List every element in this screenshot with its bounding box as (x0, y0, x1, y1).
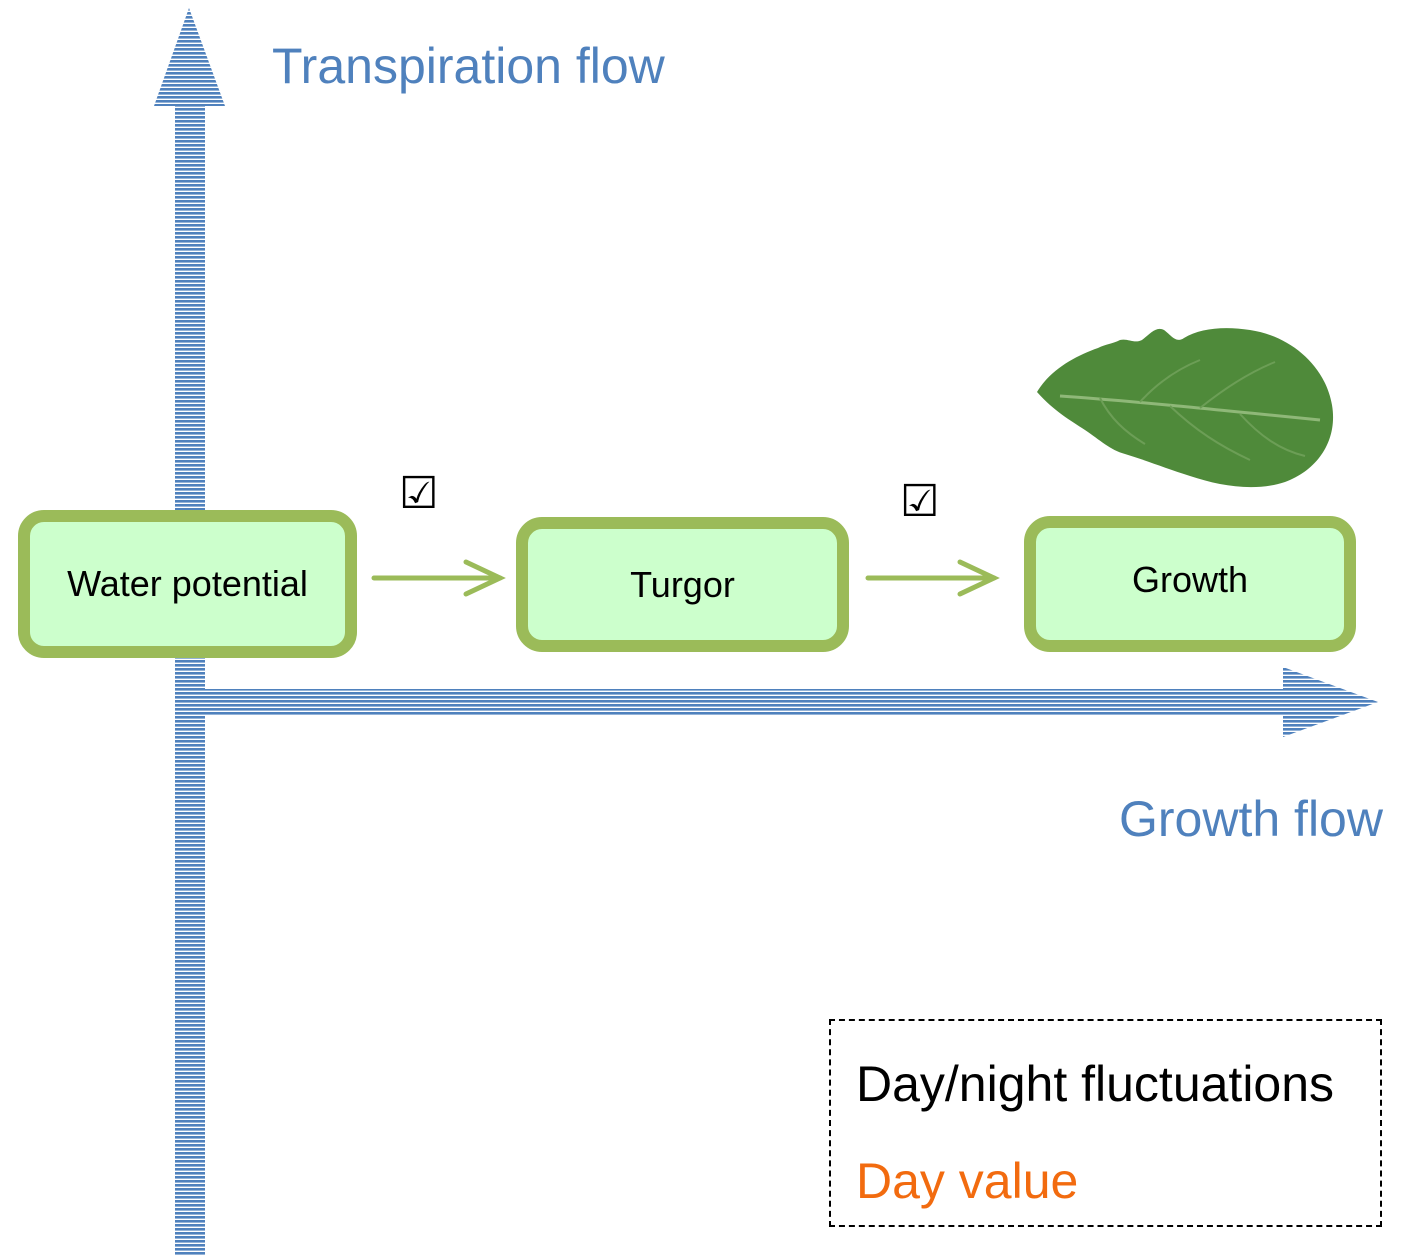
checkbox-checked-icon: ☑ (900, 476, 940, 527)
connector-arrow-1 (371, 559, 506, 597)
transpiration-arrow (154, 8, 225, 1255)
legend-box: Day/night fluctuations Day value (829, 1019, 1382, 1227)
water-potential-node: Water potential (18, 510, 357, 658)
growth-flow-arrow-shaft (175, 689, 1285, 716)
transpiration-arrow-head (154, 8, 225, 106)
checkbox-checked-icon: ☑ (399, 468, 439, 519)
legend-day-night-fluctuations: Day/night fluctuations (856, 1056, 1335, 1112)
connector-arrow-2 (865, 559, 1000, 597)
legend-day-value: Day value (856, 1153, 1079, 1209)
leaf-image (1037, 328, 1334, 488)
growth-flow-label: Growth flow (1119, 791, 1383, 847)
growth-flow-arrow-head (1283, 667, 1378, 737)
turgor-node: Turgor (516, 517, 849, 652)
growth-node: Growth (1024, 516, 1356, 652)
growth-flow-arrow (175, 667, 1378, 737)
transpiration-flow-label: Transpiration flow (272, 38, 665, 94)
transpiration-arrow-shaft (175, 105, 205, 1255)
